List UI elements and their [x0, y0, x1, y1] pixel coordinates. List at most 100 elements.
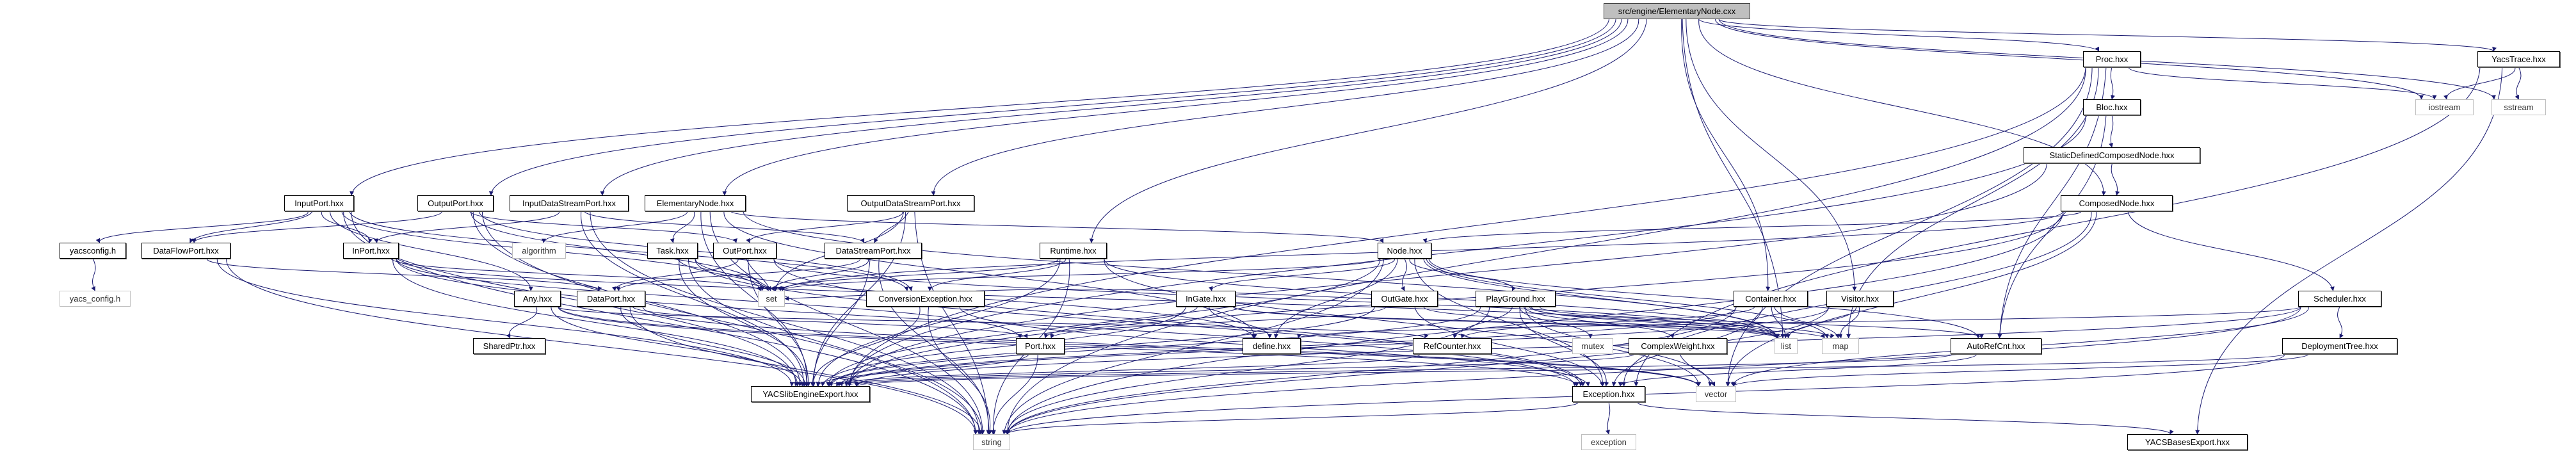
node-bloc[interactable]: Bloc.hxx — [2083, 99, 2141, 115]
node-yacsbases-export[interactable]: YACSBasesExport.hxx — [2127, 434, 2248, 450]
edge-root-to-ComposedNode — [1698, 19, 2106, 196]
node-out-port[interactable]: OutPort.hxx — [713, 243, 777, 259]
edge-yacsconfig-to-yacs_config — [91, 258, 96, 291]
edge-ElementaryNode-to-Node — [730, 211, 1384, 243]
edge-PlayGround-to-vector — [1525, 306, 1713, 387]
edge-root-to-OutputPort — [488, 19, 1616, 196]
node-root[interactable]: src/engine/ElementaryNode.cxx — [1604, 3, 1750, 19]
node-conversion-exception[interactable]: ConversionException.hxx — [866, 291, 985, 307]
node-node[interactable]: Node.hxx — [1378, 243, 1431, 259]
node-data-stream-port[interactable]: DataStreamPort.hxx — [825, 243, 922, 259]
node-port[interactable]: Port.hxx — [1016, 338, 1065, 354]
node-sstream: sstream — [2491, 99, 2546, 115]
edge-Exception-to-string — [1004, 401, 1579, 435]
edge-root-to-OutputDataStreamPort — [931, 19, 1639, 196]
edge-OutputPort-to-string — [481, 211, 978, 435]
edge-DataPort-to-Port — [632, 306, 1028, 339]
node-exception: exception — [1581, 434, 1636, 450]
node-out-gate[interactable]: OutGate.hxx — [1371, 291, 1438, 307]
node-shared-ptr[interactable]: SharedPtr.hxx — [473, 338, 545, 354]
edge-root-to-Visitor — [1686, 19, 1857, 291]
node-deployment-tree[interactable]: DeploymentTree.hxx — [2282, 338, 2397, 354]
node-exception[interactable]: Exception.hxx — [1572, 386, 1645, 402]
node-task[interactable]: Task.hxx — [647, 243, 698, 259]
node-any[interactable]: Any.hxx — [514, 291, 561, 307]
edge-Node-to-OutGate — [1401, 258, 1407, 291]
node-scheduler[interactable]: Scheduler.hxx — [2298, 291, 2381, 307]
node-mutex: mutex — [1572, 338, 1613, 354]
edge-DataPort-to-string — [629, 306, 983, 435]
edge-OutputDataStreamPort-to-string — [914, 211, 992, 435]
node-list: list — [1775, 338, 1798, 354]
edge-Runtime-to-YACSlibEngineExport — [816, 258, 1061, 387]
edge-Node-to-set — [780, 258, 1381, 291]
edge-InputPort-to-ConversionException — [349, 211, 909, 291]
edge-Scheduler-to-string — [1005, 306, 2301, 435]
node-proc[interactable]: Proc.hxx — [2083, 51, 2141, 67]
edge-Node-to-AutoRefCnt — [1428, 258, 1981, 339]
edge-Exception-to-YACSBasesExport — [1637, 401, 2174, 435]
node-algorithm: algorithm — [512, 243, 566, 259]
edge-RefCounter-to-YACSlibEngineExport — [826, 353, 1421, 387]
edge-InGate-to-Port — [1043, 306, 1198, 339]
edge-DeploymentTree-to-YACSlibEngineExport — [856, 353, 2285, 387]
edge-InputDataStreamPort-to-YACSlibEngineExport — [581, 211, 806, 387]
edge-ComplexWeight-to-vector — [1679, 353, 1716, 387]
edge-ComposedNode-to-YACSlibEngineExport — [847, 211, 2064, 387]
edge-Node-to-map — [1426, 258, 1829, 339]
node-in-port[interactable]: InPort.hxx — [343, 243, 399, 259]
edge-YacsTrace-to-Exception — [1634, 67, 2481, 387]
node-input-data-stream-port[interactable]: InputDataStreamPort.hxx — [510, 195, 629, 211]
edge-Proc-to-iostream — [2128, 67, 2437, 100]
edge-Port-to-YACSlibEngineExport — [816, 353, 1029, 387]
edge-ComposedNode-to-Node — [1422, 211, 2082, 243]
node-output-data-stream-port[interactable]: OutputDataStreamPort.hxx — [847, 195, 974, 211]
node-auto-ref-cnt[interactable]: AutoRefCnt.hxx — [1951, 338, 2041, 354]
node-yacsconfig[interactable]: yacsconfig.h — [60, 243, 126, 259]
edge-InputPort-to-InPort — [321, 211, 373, 243]
edge-OutGate-to-Exception — [1414, 306, 1604, 387]
edge-StaticDefinedComposedNode-to-YACSlibEngineExport — [847, 163, 2047, 387]
edge-OutGate-to-Port — [1050, 306, 1387, 339]
node-input-port[interactable]: InputPort.hxx — [284, 195, 354, 211]
edge-YacsTrace-to-sstream — [2515, 67, 2522, 100]
edge-ConversionException-to-YACSlibEngineExport — [810, 306, 921, 387]
node-define[interactable]: define.hxx — [1243, 338, 1301, 354]
edge-OutPort-to-DataPort — [611, 258, 739, 291]
edge-root-to-InputPort — [350, 19, 1609, 196]
edge-root-to-InputDataStreamPort — [600, 19, 1622, 196]
node-in-gate[interactable]: InGate.hxx — [1176, 291, 1236, 307]
edge-ElementaryNode-to-define — [723, 211, 1257, 339]
node-visitor[interactable]: Visitor.hxx — [1826, 291, 1894, 307]
node-data-port[interactable]: DataPort.hxx — [577, 291, 645, 307]
edge-Node-to-InGate — [1208, 258, 1395, 291]
edge-Container-to-RefCounter — [1460, 306, 1755, 339]
edge-Proc-to-Bloc — [2110, 67, 2115, 100]
edge-root-to-list — [1682, 19, 1785, 339]
node-yacs-trace[interactable]: YacsTrace.hxx — [2477, 51, 2560, 67]
edge-Runtime-to-vector — [1104, 258, 1702, 387]
edge-Bloc-to-YACSlibEngineExport — [847, 115, 2086, 387]
node-container[interactable]: Container.hxx — [1734, 291, 1808, 307]
node-yacslib-engine-export[interactable]: YACSlibEngineExport.hxx — [751, 386, 870, 402]
edge-Bloc-to-StaticDefinedComposedNode — [2109, 115, 2114, 148]
edge-root-to-YacsTrace — [1718, 19, 2497, 52]
node-ref-counter[interactable]: RefCounter.hxx — [1413, 338, 1492, 354]
node-static-defined-composed-node[interactable]: StaticDefinedComposedNode.hxx — [2024, 147, 2200, 163]
node-output-port[interactable]: OutputPort.hxx — [417, 195, 494, 211]
node-complex-weight[interactable]: ComplexWeight.hxx — [1629, 338, 1727, 354]
edge-PlayGround-to-RefCounter — [1453, 306, 1513, 339]
edge-root-to-Container — [1681, 19, 1771, 291]
edge-OutputPort-to-DataFlowPort — [191, 211, 442, 243]
node-data-flow-port[interactable]: DataFlowPort.hxx — [141, 243, 230, 259]
edge-Visitor-to-YACSlibEngineExport — [839, 306, 1830, 387]
node-elementary-node[interactable]: ElementaryNode.hxx — [645, 195, 746, 211]
edge-root-to-Runtime — [1089, 19, 1647, 243]
node-runtime[interactable]: Runtime.hxx — [1040, 243, 1107, 259]
edge-Node-to-PlayGround — [1410, 258, 1517, 291]
edge-InputPort-to-yacsconfig — [95, 211, 309, 243]
node-composed-node[interactable]: ComposedNode.hxx — [2061, 195, 2173, 211]
edge-InPort-to-set — [390, 258, 761, 291]
node-iostream: iostream — [2415, 99, 2474, 115]
node-play-ground[interactable]: PlayGround.hxx — [1476, 291, 1556, 307]
